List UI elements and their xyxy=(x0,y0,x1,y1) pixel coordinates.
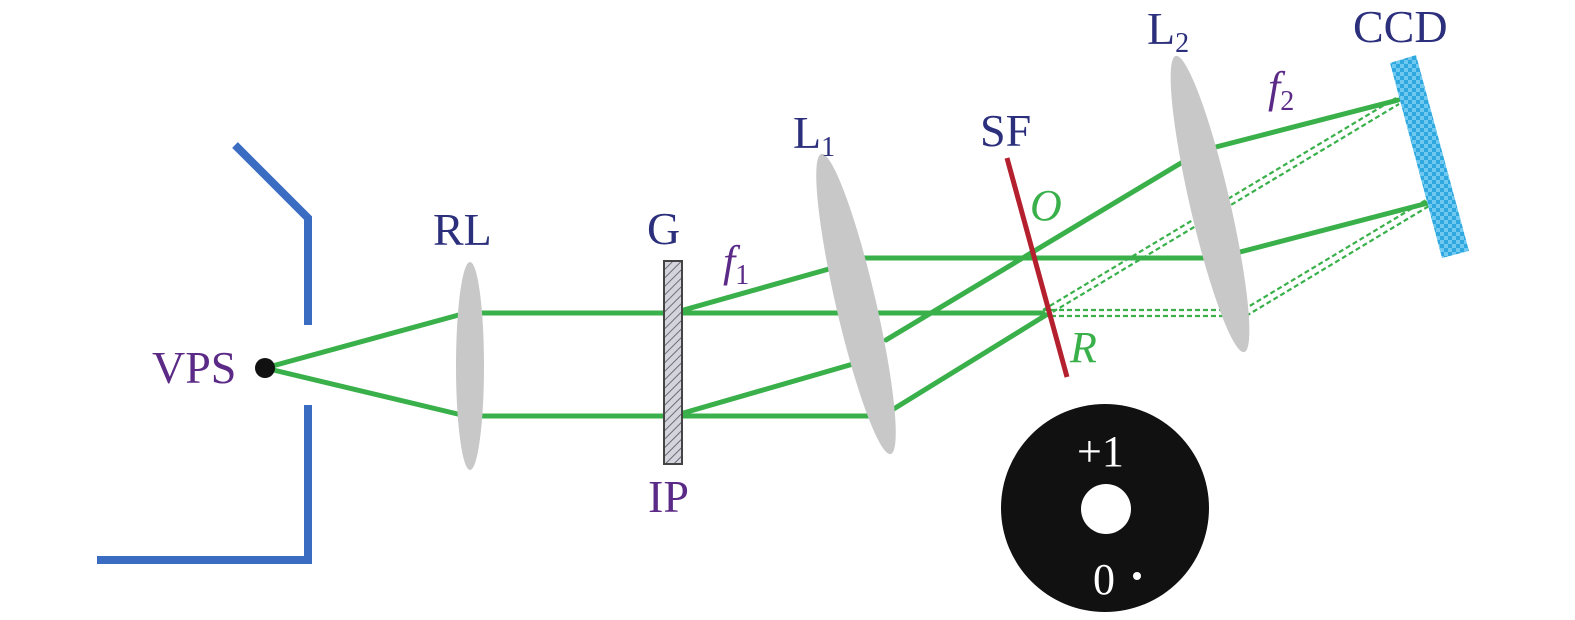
label-l2-sub: 2 xyxy=(1175,28,1189,59)
enclosure-wall xyxy=(97,142,312,564)
dashed-beams xyxy=(1042,97,1430,318)
label-order-plus-one: +1 xyxy=(1077,427,1124,476)
label-rl: RL xyxy=(433,204,492,255)
label-l2: L2 xyxy=(1147,3,1189,59)
label-l1-main: L xyxy=(793,107,821,158)
zero-order-pinhole xyxy=(1133,572,1141,580)
spatial-filter xyxy=(1004,157,1070,378)
point-source xyxy=(255,358,275,378)
label-f1: f1 xyxy=(723,237,749,291)
label-r: R xyxy=(1069,323,1097,372)
ccd-sensor xyxy=(1390,55,1469,258)
label-vps: VPS xyxy=(152,342,236,393)
label-order-zero: 0 xyxy=(1093,555,1115,604)
label-sf: SF xyxy=(980,105,1031,156)
filter-mask xyxy=(1001,404,1209,612)
relay-lens xyxy=(456,262,484,470)
label-l1-sub: 1 xyxy=(821,132,835,163)
label-f2: f2 xyxy=(1268,63,1294,117)
lens-l1 xyxy=(816,153,896,455)
label-ccd: CCD xyxy=(1353,1,1448,52)
label-l1: L1 xyxy=(793,107,835,163)
label-ip: IP xyxy=(648,471,689,522)
label-f2-sub: 2 xyxy=(1280,86,1294,117)
label-o: O xyxy=(1030,181,1062,230)
plus-one-aperture xyxy=(1081,484,1131,534)
grating xyxy=(663,260,683,465)
label-f1-sub: 1 xyxy=(735,260,749,291)
lens-l2 xyxy=(1170,55,1250,353)
label-g: G xyxy=(647,203,680,254)
label-l2-main: L xyxy=(1147,3,1175,54)
